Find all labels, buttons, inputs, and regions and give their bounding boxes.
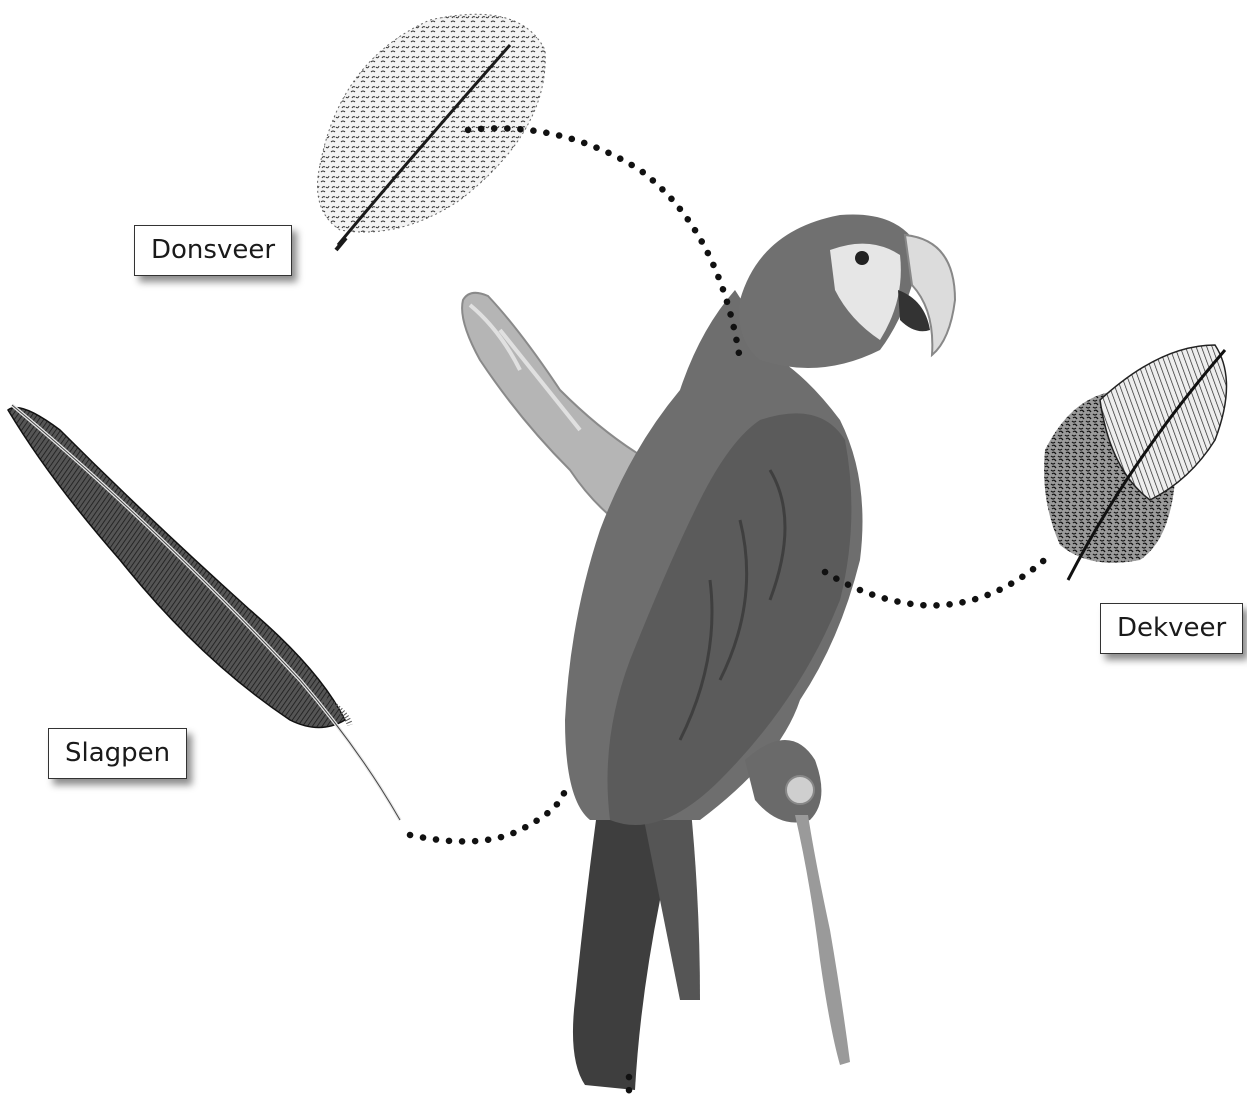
label-slagpen-text: Slagpen xyxy=(65,738,170,768)
perch-branch xyxy=(462,293,640,520)
parrot-illustration xyxy=(565,214,955,1090)
label-donsveer: Donsveer xyxy=(134,225,292,276)
label-dekveer: Dekveer xyxy=(1100,603,1243,654)
contour-feather-icon xyxy=(1044,345,1227,580)
label-dekveer-text: Dekveer xyxy=(1117,613,1226,643)
connector-slagpen xyxy=(410,790,565,841)
label-slagpen: Slagpen xyxy=(48,728,187,779)
down-feather-icon xyxy=(318,14,546,250)
label-donsveer-text: Donsveer xyxy=(151,235,275,265)
